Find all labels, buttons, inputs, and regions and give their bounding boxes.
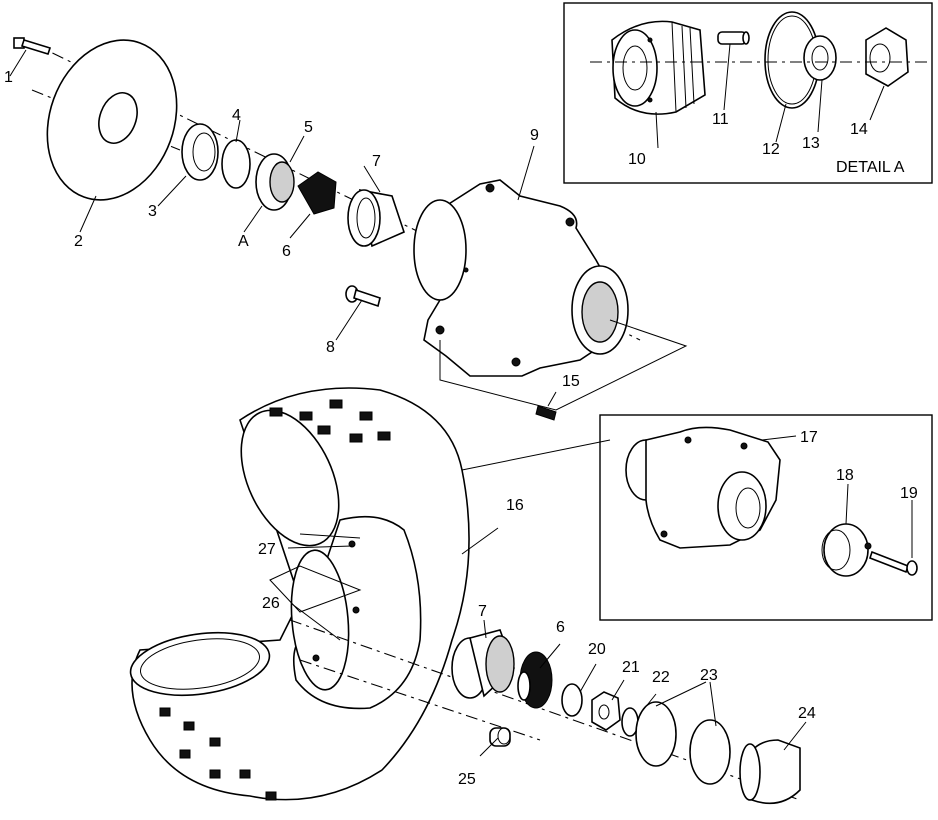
- callout-20: 20: [588, 641, 606, 658]
- callout-5: 5: [304, 119, 313, 136]
- callout-6-upper: 6: [282, 243, 291, 260]
- callout-12: 12: [762, 141, 780, 158]
- bearing-race-part: [347, 188, 405, 248]
- stud-part: [535, 405, 557, 421]
- detail-b-cap-part: [821, 523, 872, 577]
- callout-25: 25: [458, 771, 476, 788]
- callout-9: 9: [530, 127, 539, 144]
- axle-nut-part: [591, 691, 621, 731]
- callout-21: 21: [622, 659, 640, 676]
- snap-ring-part: [221, 139, 251, 189]
- brake-disc-part: [46, 39, 178, 201]
- bolt-part: [13, 37, 52, 55]
- callout-19: 19: [900, 485, 918, 502]
- callout-4: 4: [232, 107, 241, 124]
- tire-tread: [159, 399, 391, 801]
- detail-a-box: [563, 2, 933, 184]
- callout-3: 3: [148, 203, 157, 220]
- callout-17: 17: [800, 429, 818, 446]
- callout-23: 23: [700, 667, 718, 684]
- hub-cap-part: [739, 739, 801, 805]
- detail-a-label: DETAIL A: [836, 159, 905, 176]
- detail-a-pin-part: [717, 31, 750, 45]
- callout-16: 16: [506, 497, 524, 514]
- callout-1: 1: [4, 69, 13, 86]
- callout-7-upper: 7: [372, 153, 381, 170]
- callout-26: 26: [262, 595, 280, 612]
- callout-24: 24: [798, 705, 816, 722]
- callout-13: 13: [802, 135, 820, 152]
- rim-part: [290, 515, 422, 710]
- detail-a-nut-part: [865, 27, 909, 87]
- callout-15: 15: [562, 373, 580, 390]
- callout-10: 10: [628, 151, 646, 168]
- callout-a: A: [238, 233, 249, 250]
- bearing-part: [255, 153, 295, 211]
- bearing-cone-part: [297, 171, 337, 215]
- hub-bolt-part: [345, 285, 381, 308]
- oring-part: [635, 701, 677, 767]
- callout-8: 8: [326, 339, 335, 356]
- callout-27: 27: [258, 541, 276, 558]
- detail-b-hub-part: [625, 426, 781, 549]
- detail-b-screw-part: [869, 550, 918, 576]
- bearing-race-lower-part: [451, 629, 515, 699]
- washer-part: [561, 683, 583, 717]
- detail-a-washer-part: [803, 35, 837, 81]
- wheel-hub-part: [413, 179, 629, 377]
- callout-22: 22: [652, 669, 670, 686]
- seal-part: [181, 123, 219, 181]
- callout-2: 2: [74, 233, 83, 250]
- callout-7-lower: 7: [478, 603, 487, 620]
- detail-a-hub-part: [611, 20, 706, 115]
- callout-14: 14: [850, 121, 868, 138]
- callout-11: 11: [712, 111, 729, 128]
- bearing-cone-lower-part: [517, 651, 553, 709]
- callout-18: 18: [836, 467, 854, 484]
- callout-6-lower: 6: [556, 619, 565, 636]
- detail-b-box: [599, 414, 933, 621]
